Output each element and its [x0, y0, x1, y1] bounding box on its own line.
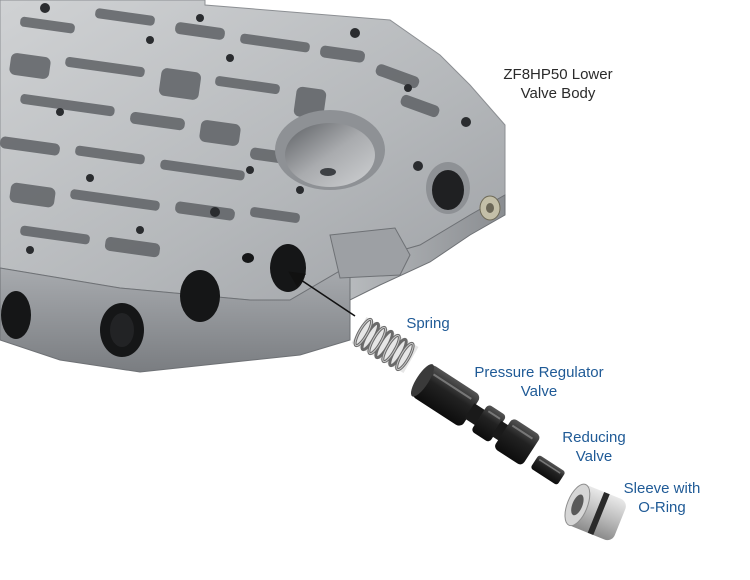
pressure-regulator-valve-part — [410, 364, 540, 465]
pressure-regulator-valve-label: Pressure Regulator Valve — [474, 364, 604, 400]
title-label: ZF8HP50 Lower Valve Body — [503, 66, 613, 102]
sleeve-label: Sleeve with O-Ring — [623, 480, 701, 516]
sleeve-part — [564, 483, 626, 541]
spring-label: Spring — [406, 315, 450, 332]
spring-part — [351, 317, 419, 373]
reducing-valve-label: Reducing Valve — [562, 429, 626, 465]
valve-body-casting — [0, 0, 506, 373]
insertion-arrow — [288, 271, 356, 317]
reducing-valve-part — [531, 455, 565, 485]
